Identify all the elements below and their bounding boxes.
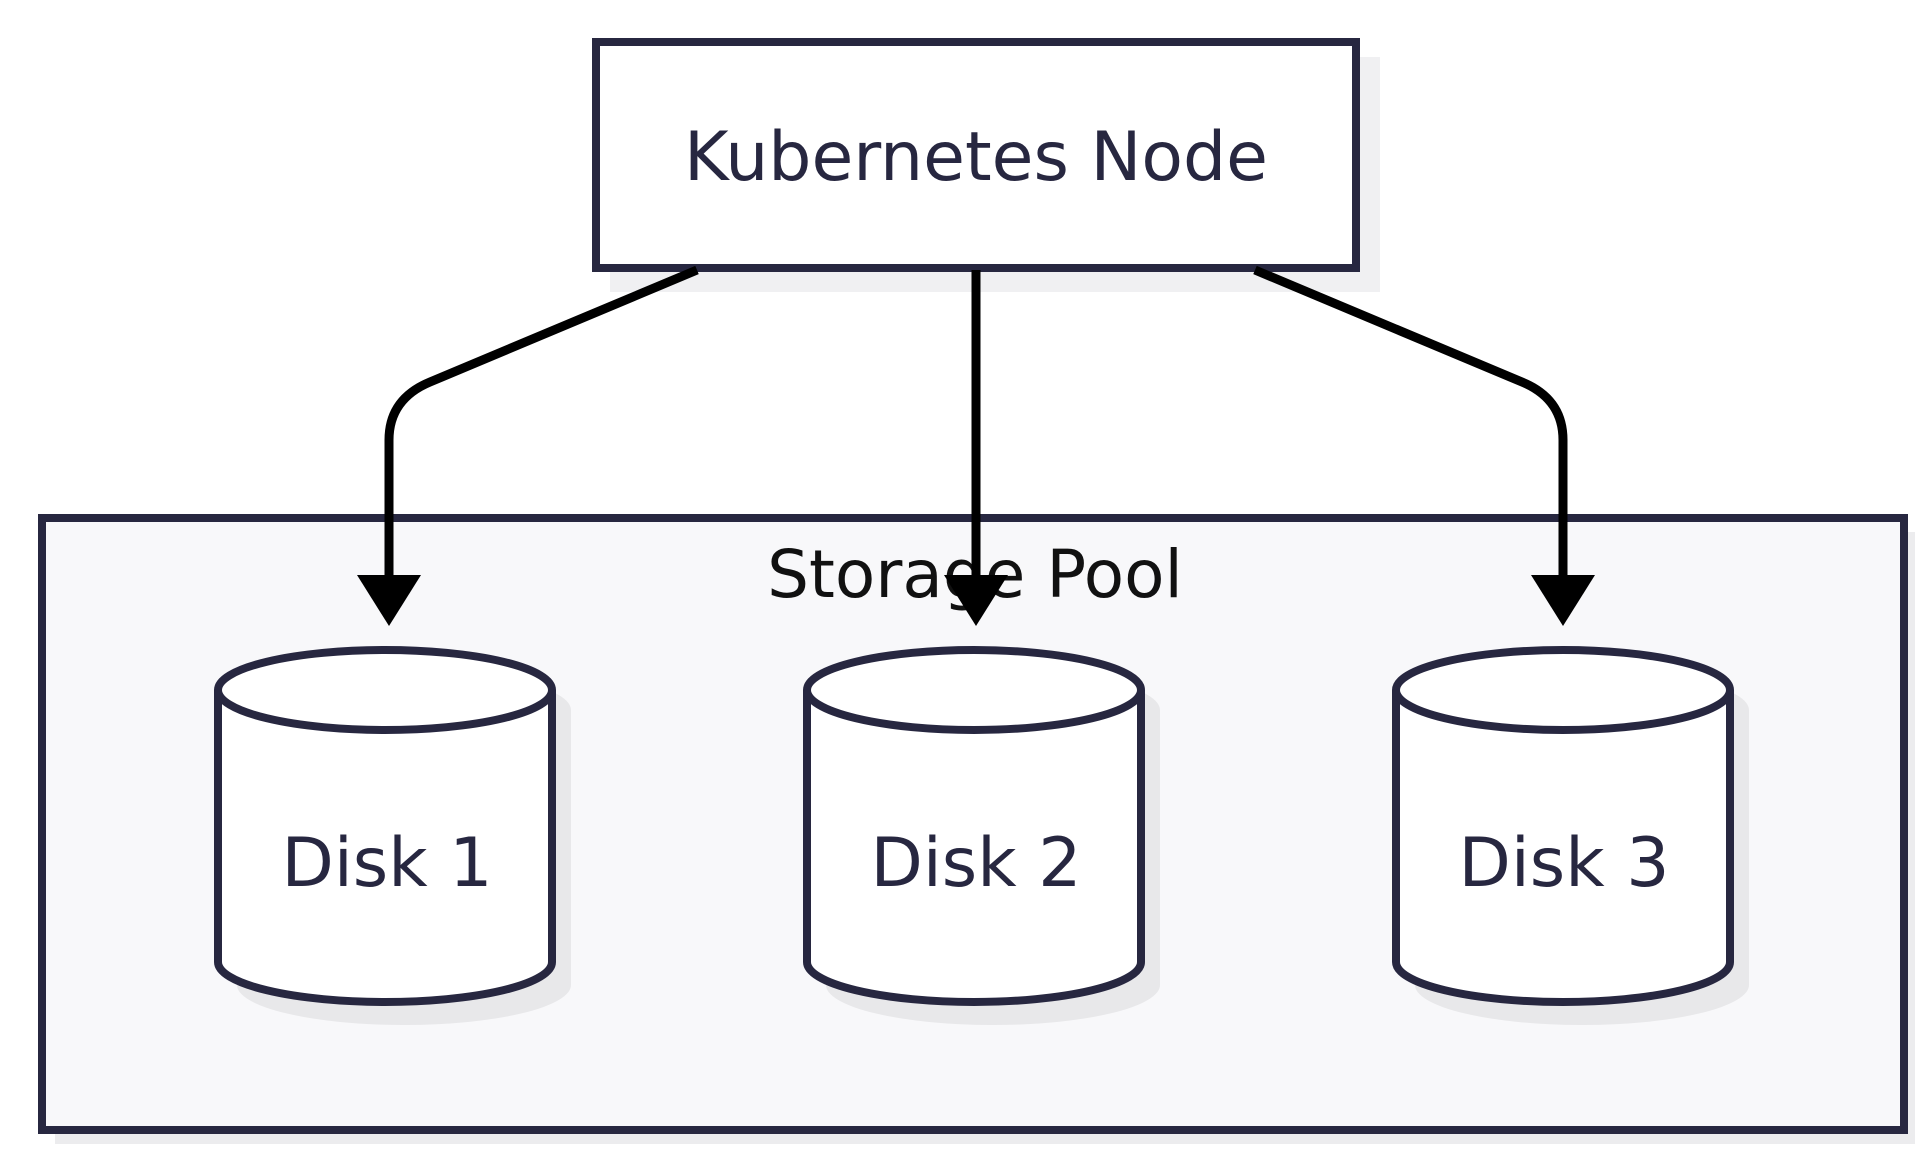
disk-1-top-rim bbox=[214, 689, 556, 734]
arrowhead-disk-3 bbox=[1531, 575, 1595, 626]
arrowhead-disk-1 bbox=[357, 575, 421, 626]
disk-1-body bbox=[214, 646, 556, 1006]
kubernetes-node[interactable]: Kubernetes Node bbox=[592, 38, 1380, 292]
disk-2[interactable]: Disk 2 bbox=[803, 646, 1160, 1025]
disk-3-body bbox=[1392, 646, 1734, 1006]
disk-2-label: Disk 2 bbox=[871, 824, 1082, 903]
disk-3-label: Disk 3 bbox=[1459, 824, 1670, 903]
kubernetes-node-box bbox=[592, 38, 1360, 272]
disk-3[interactable]: Disk 3 bbox=[1392, 646, 1749, 1025]
edge-node-to-disk-3[interactable] bbox=[1253, 265, 1568, 580]
arrowhead-disk-2 bbox=[944, 575, 1008, 626]
edge-node-to-disk-1[interactable] bbox=[384, 265, 699, 580]
kubernetes-node-label: Kubernetes Node bbox=[684, 118, 1268, 197]
disk-2-top-rim bbox=[803, 689, 1145, 734]
edges bbox=[357, 265, 1595, 626]
disk-3-top-rim bbox=[1392, 689, 1734, 734]
disk-1-label: Disk 1 bbox=[282, 824, 493, 903]
disk-2-body bbox=[803, 646, 1145, 1006]
disk-1[interactable]: Disk 1 bbox=[214, 646, 571, 1025]
